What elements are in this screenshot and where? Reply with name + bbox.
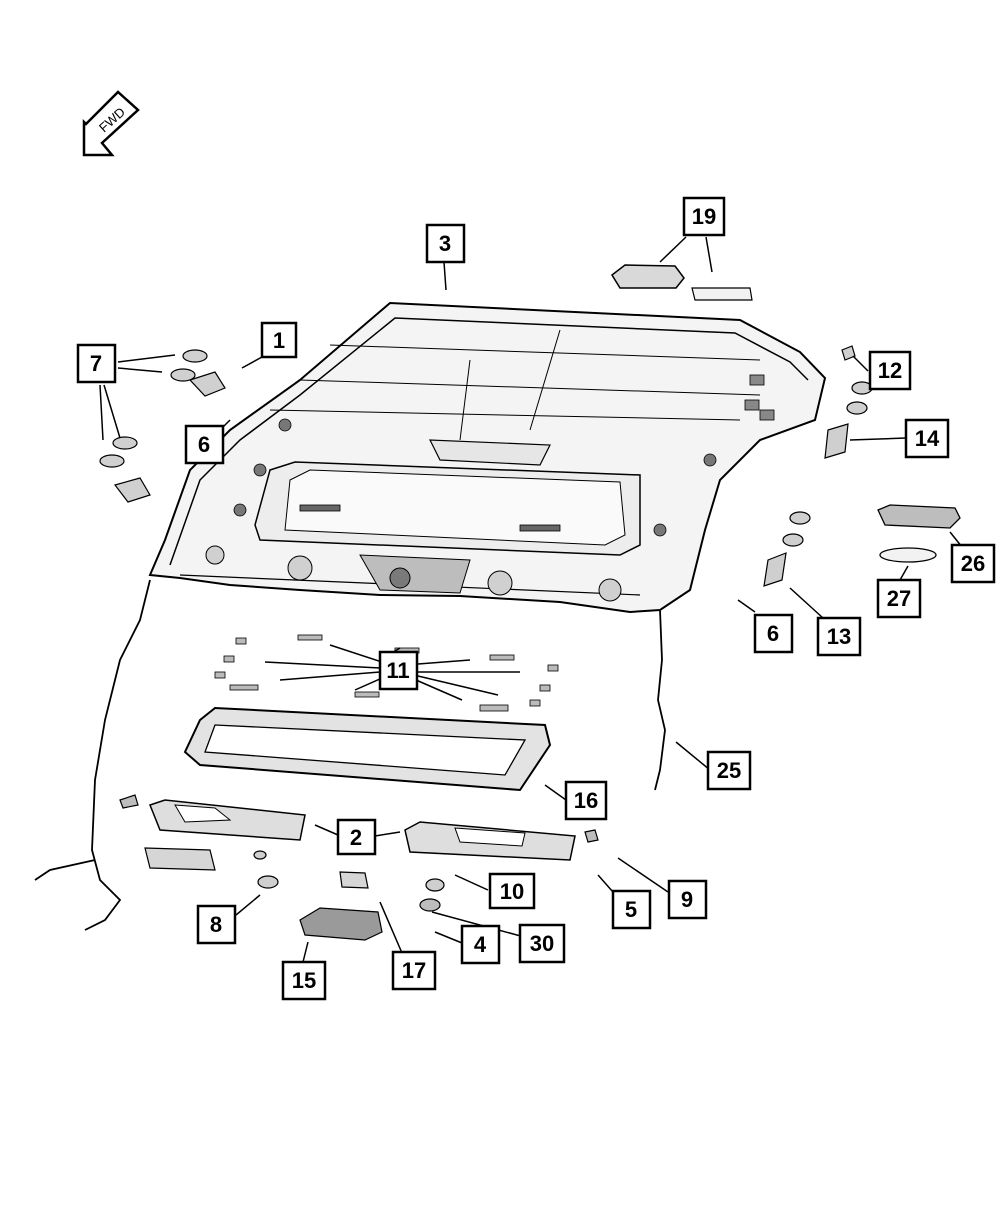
callout-26-label: 26 — [961, 551, 985, 576]
callout-3: 3 — [425, 223, 466, 264]
callout-7: 7 — [76, 343, 117, 384]
seal-frame-16 — [183, 706, 552, 792]
callout-13-label: 13 — [827, 624, 851, 649]
callout-12-label: 12 — [878, 358, 902, 383]
callout-5: 5 — [611, 889, 652, 930]
callout-2: 2 — [336, 818, 377, 856]
callout-27: 27 — [876, 578, 922, 619]
callout-6-left: 6 — [184, 424, 225, 465]
pads-11 — [214, 634, 559, 712]
callout-27-label: 27 — [887, 586, 911, 611]
lamp-26-27 — [877, 504, 961, 563]
callout-1-label: 1 — [273, 328, 285, 353]
callout-2-label: 2 — [350, 825, 362, 850]
callout-26: 26 — [950, 543, 996, 584]
callout-7-label: 7 — [90, 351, 102, 376]
callout-4-label: 4 — [474, 932, 487, 957]
callout-6-left-label: 6 — [198, 432, 210, 457]
callout-10: 10 — [488, 872, 536, 910]
clips-right — [763, 345, 873, 587]
wiring-harness — [34, 579, 666, 931]
callout-13: 13 — [816, 616, 862, 657]
callout-3-label: 3 — [439, 231, 451, 256]
callout-15: 15 — [281, 960, 327, 1001]
callout-6-right-label: 6 — [767, 621, 779, 646]
callout-25-label: 25 — [717, 758, 741, 783]
small-parts — [119, 794, 599, 941]
callout-14-label: 14 — [915, 426, 940, 451]
callout-6-right: 6 — [753, 613, 794, 654]
callout-30: 30 — [518, 923, 566, 964]
fwd-arrow-icon: FWD — [82, 90, 140, 157]
callout-25: 25 — [706, 750, 752, 791]
callout-5-label: 5 — [625, 897, 637, 922]
consoles-2 — [144, 799, 576, 871]
callout-9: 9 — [667, 879, 708, 920]
callout-17-label: 17 — [402, 958, 426, 983]
callout-8-label: 8 — [210, 912, 222, 937]
callout-12: 12 — [868, 350, 912, 391]
callout-9-label: 9 — [681, 887, 693, 912]
callout-4: 4 — [460, 924, 501, 965]
callout-17: 17 — [391, 950, 437, 991]
headliner — [148, 301, 827, 614]
callout-19: 19 — [682, 196, 726, 237]
callout-19-label: 19 — [692, 204, 716, 229]
callout-16: 16 — [564, 780, 608, 821]
callout-1: 1 — [260, 321, 298, 359]
callout-11-label: 11 — [386, 658, 409, 683]
callout-11: 11 — [378, 650, 419, 691]
callout-15-label: 15 — [292, 968, 316, 993]
callout-10-label: 10 — [500, 879, 524, 904]
callout-30-label: 30 — [530, 931, 554, 956]
callout-14: 14 — [904, 418, 950, 459]
callout-8: 8 — [196, 904, 237, 945]
callout-16-label: 16 — [574, 788, 598, 813]
dome-lamp-19 — [611, 264, 753, 301]
clips-7 — [99, 349, 226, 503]
